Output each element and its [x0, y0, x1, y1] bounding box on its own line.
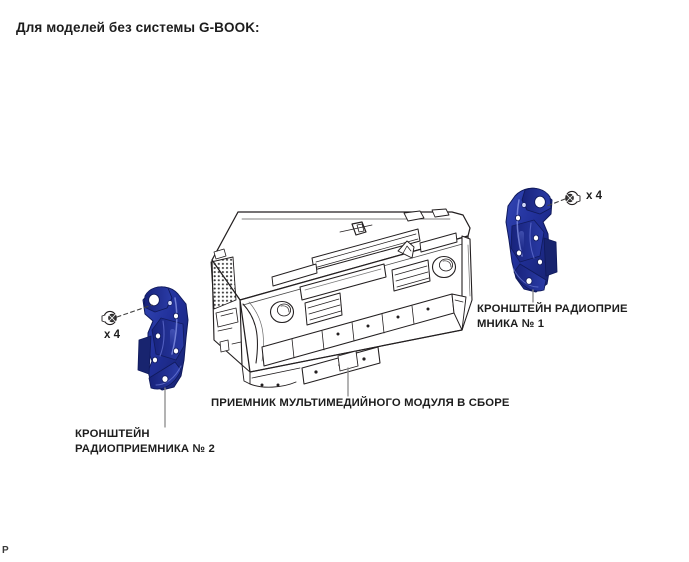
screw-left-icon [101, 310, 117, 326]
label-radio-bracket-no-2: КРОНШТЕЙН РАДИОПРИЕМНИКА № 2 [75, 428, 215, 455]
radio-bracket-no-2-art [137, 286, 189, 391]
receiver-body [210, 208, 473, 388]
label-multimedia-receiver-assembly: ПРИЕМНИК МУЛЬТИМЕДИЙНОГО МОДУЛЯ В СБОРЕ [211, 397, 510, 409]
quantity-label-bracket-1-screws: x 4 [586, 190, 602, 202]
assembly-line-right [546, 198, 566, 207]
radio-bracket-no-1-art [505, 187, 558, 293]
assembly-line-left [116, 304, 153, 318]
screw-right-icon [565, 190, 581, 206]
label-radio-bracket-no-1: КРОНШТЕЙН РАДИОПРИЕ МНИКА № 1 [477, 303, 628, 330]
page-mark: P [2, 545, 9, 556]
page-title: Для моделей без системы G-BOOK: [16, 20, 260, 35]
quantity-label-bracket-2-screws: x 4 [104, 329, 120, 341]
